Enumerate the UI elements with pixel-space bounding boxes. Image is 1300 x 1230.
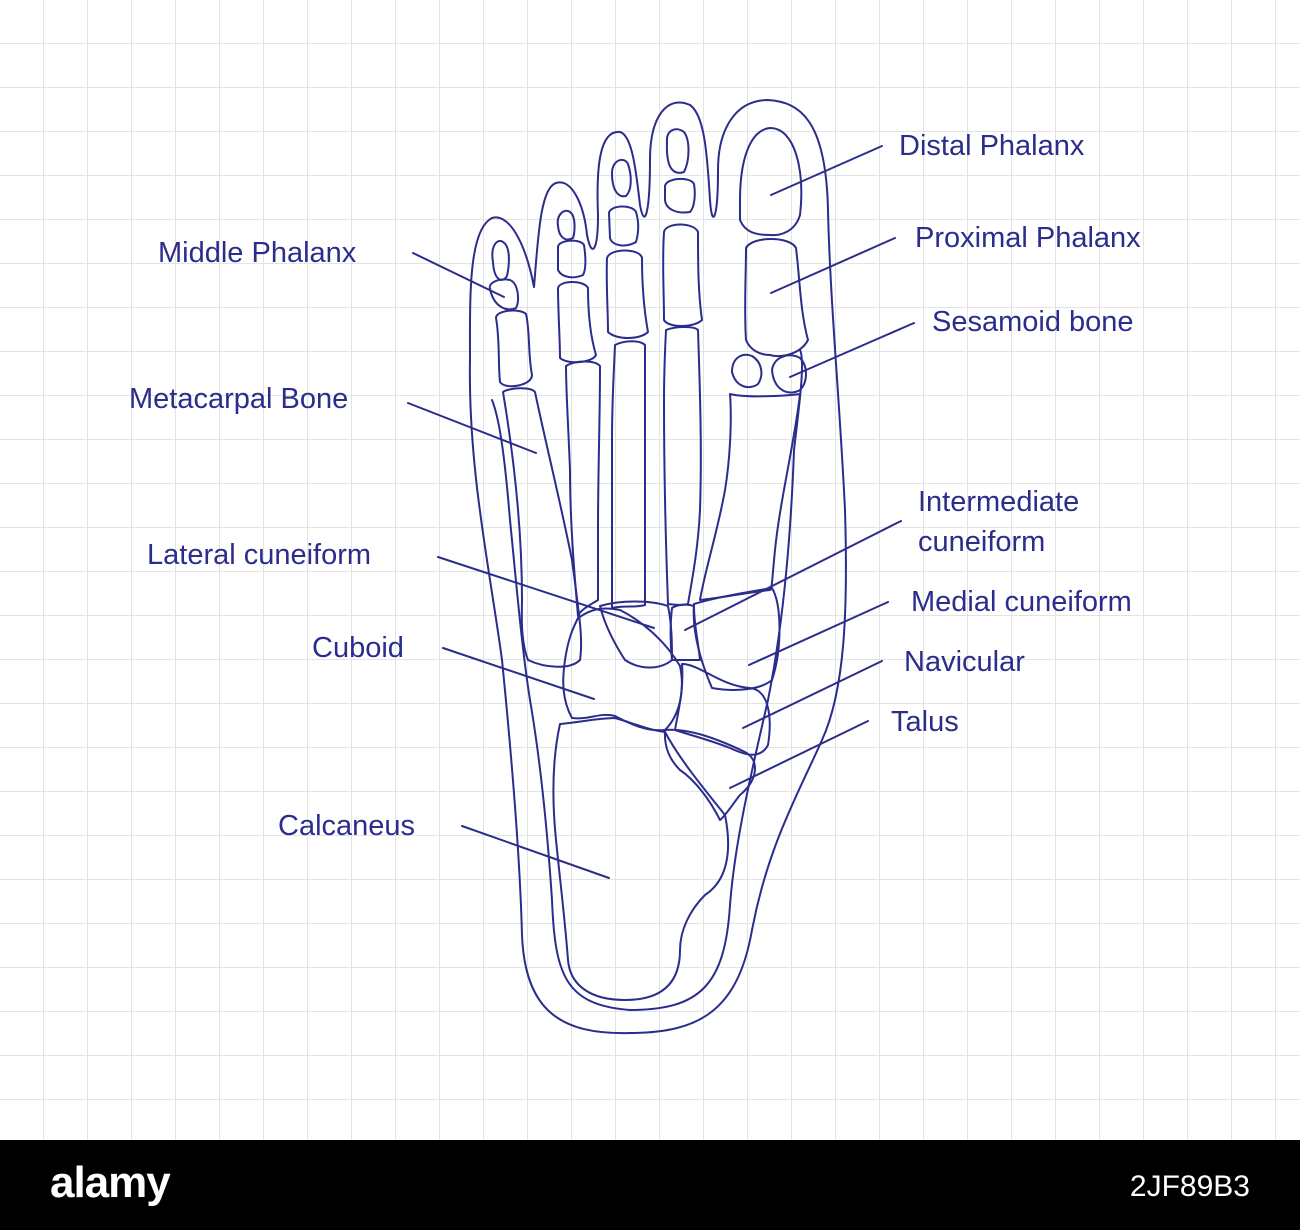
leader-intermediate-cuneiform: [684, 520, 902, 631]
talus: [663, 728, 756, 821]
navicular: [674, 663, 771, 756]
label-navicular: Navicular: [904, 646, 1025, 678]
hallux-proximal-phalanx: [744, 238, 809, 358]
sesamoid-bone-lateral: [771, 354, 807, 394]
label-proximal-phalanx: Proximal Phalanx: [915, 222, 1141, 254]
third-metatarsal: [610, 340, 646, 609]
labels: Distal Phalanx Proximal Phalanx Sesamoid…: [129, 130, 1141, 842]
fifth-distal-phalanx: [491, 240, 510, 281]
image-code: 2JF89B3: [1129, 1170, 1250, 1203]
stock-watermark-bar: alamy 2JF89B3: [0, 1140, 1300, 1230]
fourth-metatarsal: [565, 360, 601, 617]
brand-logo: alamy: [50, 1158, 171, 1207]
fourth-distal-phalanx: [556, 209, 576, 241]
sole-contour: [491, 349, 804, 1011]
hallux-distal-phalanx: [739, 127, 803, 237]
leader-proximal-phalanx: [770, 237, 896, 294]
leader-cuboid: [442, 647, 595, 700]
leader-navicular: [742, 660, 883, 729]
leader-lines: [407, 145, 915, 879]
label-talus: Talus: [891, 706, 959, 738]
label-intermediate-cuneiform-line2: cuneiform: [918, 526, 1045, 558]
label-intermediate-cuneiform-line1: Intermediate: [918, 486, 1079, 518]
leader-talus: [729, 720, 869, 789]
label-metacarpal-bone: Metacarpal Bone: [129, 383, 348, 415]
label-middle-phalanx: Middle Phalanx: [158, 237, 357, 269]
second-proximal-phalanx: [662, 223, 703, 327]
foot-skeleton-diagram: Distal Phalanx Proximal Phalanx Sesamoid…: [0, 0, 1300, 1140]
label-distal-phalanx: Distal Phalanx: [899, 130, 1085, 162]
leader-middle-phalanx: [412, 252, 505, 298]
leader-sesamoid-bone: [789, 322, 915, 378]
label-lateral-cuneiform: Lateral cuneiform: [147, 539, 371, 571]
leader-distal-phalanx: [770, 145, 883, 196]
leader-lateral-cuneiform: [437, 556, 655, 629]
fourth-middle-phalanx: [557, 239, 587, 279]
leader-calcaneus: [461, 825, 610, 879]
label-medial-cuneiform: Medial cuneiform: [911, 586, 1132, 618]
lateral-cuneiform: [599, 600, 673, 669]
medial-cuneiform: [692, 587, 781, 691]
fourth-proximal-phalanx: [557, 281, 597, 364]
second-middle-phalanx: [664, 178, 696, 214]
fifth-proximal-phalanx: [495, 309, 533, 388]
fifth-middle-phalanx: [488, 278, 519, 311]
leader-medial-cuneiform: [748, 601, 889, 666]
leader-metacarpal-bone: [407, 402, 537, 454]
sesamoid-bone-medial: [731, 353, 763, 389]
fifth-metatarsal: [502, 387, 583, 668]
third-middle-phalanx: [608, 205, 640, 247]
label-sesamoid-bone: Sesamoid bone: [932, 306, 1134, 338]
label-cuboid: Cuboid: [312, 632, 404, 664]
second-distal-phalanx: [665, 128, 690, 174]
first-metatarsal: [699, 393, 801, 601]
label-calcaneus: Calcaneus: [278, 810, 415, 842]
third-distal-phalanx: [611, 158, 632, 198]
third-proximal-phalanx: [605, 249, 649, 339]
calcaneus: [552, 717, 730, 1001]
